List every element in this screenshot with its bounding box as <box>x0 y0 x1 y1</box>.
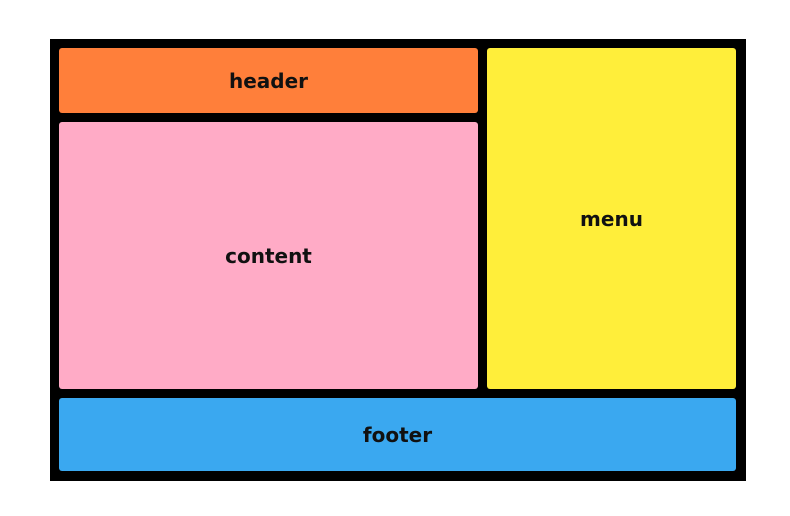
menu-area: menu <box>487 48 736 389</box>
header-label: header <box>228 68 309 93</box>
layout-grid: header content menu footer <box>50 39 746 481</box>
menu-label: menu <box>580 206 643 231</box>
content-area: content <box>59 122 478 389</box>
footer-label: footer <box>362 422 433 447</box>
footer-area: footer <box>59 398 736 471</box>
content-label: content <box>225 243 312 268</box>
header-area: header <box>59 48 478 113</box>
